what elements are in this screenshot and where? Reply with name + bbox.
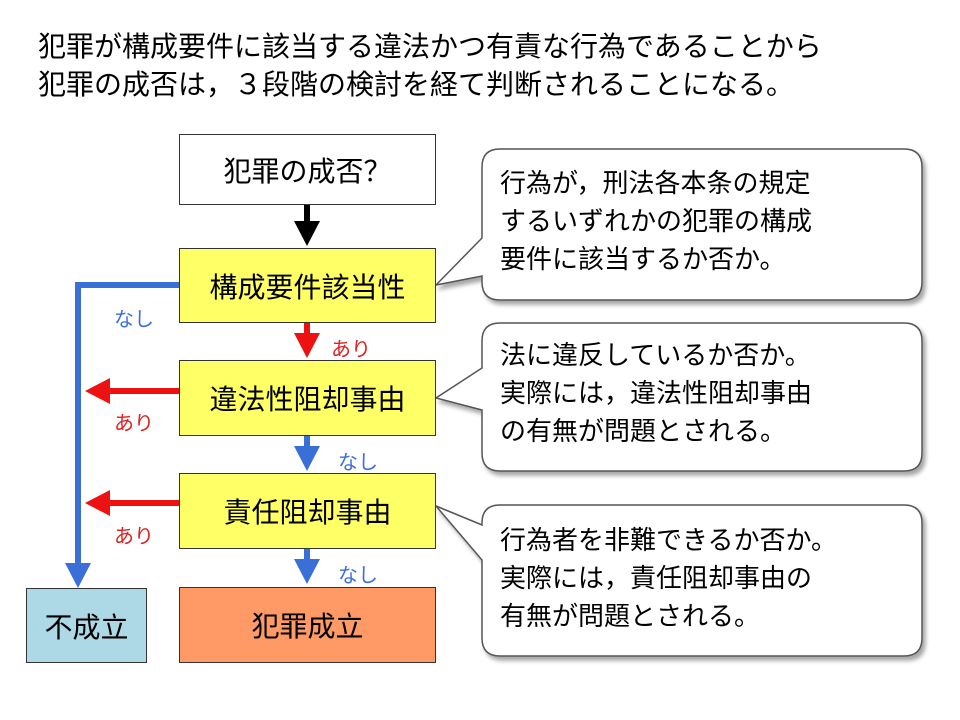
box-seiritsu: 犯罪成立 — [179, 587, 436, 663]
arrow-start-to-kouseiyouken — [294, 205, 320, 246]
box-kouseiyouken: 構成要件該当性 — [179, 248, 436, 323]
box-start: 犯罪の成否？ — [179, 134, 436, 205]
callout-shape-2 — [434, 322, 923, 472]
arrow-nashi-down-1 — [294, 436, 320, 471]
box-sekinin: 責任阻却事由 — [179, 473, 436, 549]
arrow-nashi-to-fuseiritsu — [65, 282, 179, 588]
arrow-ari-left-1 — [85, 378, 179, 404]
intro-line-2: 犯罪の成否は，３段階の検討を経て判断されることになる。 — [38, 68, 795, 101]
intro-text: 犯罪が構成要件に該当する違法かつ有責な行為であることから 犯罪の成否は，３段階の… — [38, 28, 822, 104]
callout-shape-3 — [435, 504, 923, 657]
box-ihou: 違法性阻却事由 — [179, 360, 436, 436]
label-ari-left-2: あり — [114, 524, 154, 548]
label-ari-down: あり — [331, 337, 371, 361]
intro-line-1: 犯罪が構成要件に該当する違法かつ有責な行為であることから — [38, 30, 822, 63]
arrow-ari-down — [294, 323, 320, 358]
arrow-nashi-down-2 — [294, 549, 320, 584]
callout-shape-1 — [433, 148, 923, 301]
label-nashi-left: なし — [114, 307, 154, 331]
box-fuseiritsu: 不成立 — [26, 588, 147, 663]
label-ari-left-1: あり — [114, 411, 154, 435]
label-nashi-down-1: なし — [338, 450, 378, 474]
label-nashi-down-2: なし — [338, 563, 378, 587]
arrow-ari-left-2 — [85, 490, 179, 516]
